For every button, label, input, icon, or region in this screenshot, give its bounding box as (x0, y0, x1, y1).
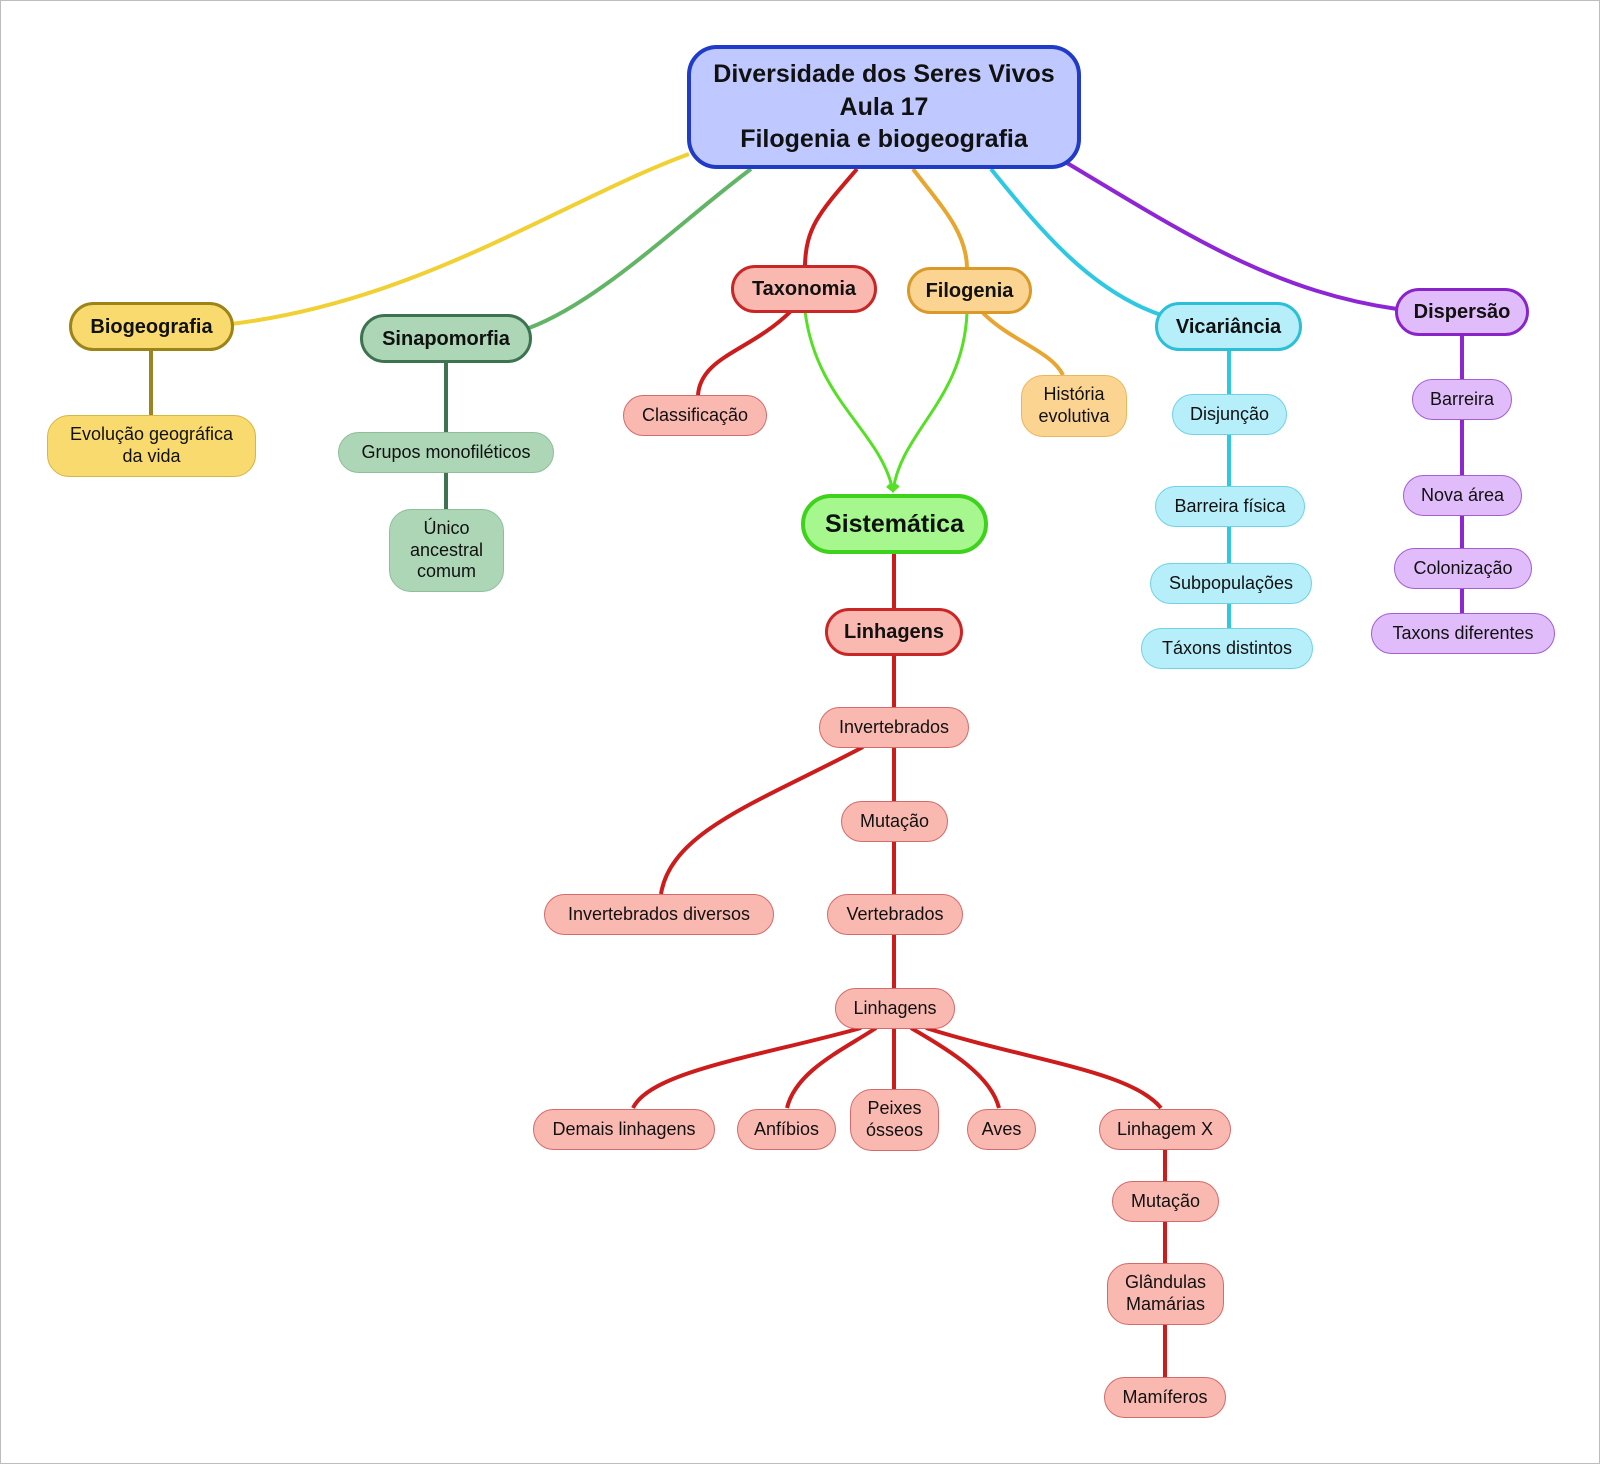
node-barreira[interactable]: Barreira (1412, 379, 1512, 420)
node-unico-ancestral[interactable]: Único ancestral comum (389, 509, 504, 592)
node-taxons-diferentes[interactable]: Taxons diferentes (1371, 613, 1555, 654)
node-mamiferos[interactable]: Mamíferos (1104, 1377, 1226, 1418)
node-grupos-monofileticos[interactable]: Grupos monofiléticos (338, 432, 554, 473)
topic-sinapomorfia[interactable]: Sinapomorfia (360, 314, 532, 363)
node-aves[interactable]: Aves (967, 1109, 1036, 1150)
topic-dispersao[interactable]: Dispersão (1395, 288, 1529, 336)
node-mutacao-2[interactable]: Mutação (1112, 1181, 1219, 1222)
node-linhagens[interactable]: Linhagens (825, 608, 963, 656)
link-anfibios (785, 1026, 878, 1109)
node-nova-area[interactable]: Nova área (1403, 475, 1522, 516)
node-linhagem-x[interactable]: Linhagem X (1099, 1109, 1231, 1150)
link-dispersao (1065, 161, 1398, 311)
node-barreira-fisica[interactable]: Barreira física (1155, 486, 1305, 527)
node-evolucao-geografica[interactable]: Evolução geográfica da vida (47, 415, 256, 477)
node-linhagens-2[interactable]: Linhagens (835, 988, 955, 1029)
link-biogeografia (230, 152, 690, 326)
topic-biogeografia[interactable]: Biogeografia (69, 302, 234, 351)
node-glandulas-mamarias[interactable]: Glândulas Mamárias (1107, 1263, 1224, 1325)
topic-taxonomia[interactable]: Taxonomia (731, 265, 877, 313)
topic-filogenia[interactable]: Filogenia (907, 267, 1032, 314)
node-disjuncao[interactable]: Disjunção (1172, 394, 1287, 435)
central-title-line-3: Filogenia e biogeografia (740, 125, 1028, 154)
node-subpopulacoes[interactable]: Subpopulações (1150, 563, 1312, 604)
central-topic[interactable]: Diversidade dos Seres Vivos Aula 17 Filo… (687, 45, 1081, 169)
central-title-line-2: Aula 17 (839, 92, 929, 121)
node-anfibios[interactable]: Anfíbios (737, 1109, 836, 1150)
node-classificacao[interactable]: Classificação (623, 395, 767, 436)
node-invertebrados[interactable]: Invertebrados (819, 707, 969, 748)
link-filogenia (911, 167, 969, 268)
node-historia-evolutiva[interactable]: História evolutiva (1021, 375, 1127, 437)
link-tax-sistematica (803, 310, 898, 493)
link-linhagem-x (925, 1026, 1163, 1110)
link-historia (981, 311, 1065, 376)
node-peixes-osseos[interactable]: Peixes ósseos (850, 1089, 939, 1151)
link-demais (631, 1026, 862, 1109)
node-vertebrados[interactable]: Vertebrados (827, 894, 963, 935)
central-title-line-1: Diversidade dos Seres Vivos (713, 60, 1055, 89)
link-aves (910, 1026, 1001, 1109)
topic-vicariancia[interactable]: Vicariância (1155, 302, 1302, 351)
node-invertebrados-diversos[interactable]: Invertebrados diversos (544, 894, 774, 935)
link-taxonomia (803, 167, 859, 266)
node-colonizacao[interactable]: Colonização (1394, 548, 1532, 589)
link-fil-sistematica (887, 312, 969, 493)
node-demais-linhagens[interactable]: Demais linhagens (533, 1109, 715, 1150)
link-vicariancia (989, 167, 1162, 317)
node-taxons-distintos[interactable]: Táxons distintos (1141, 628, 1313, 669)
link-sinapomorfia (528, 167, 753, 330)
node-mutacao[interactable]: Mutação (841, 801, 948, 842)
topic-sistematica[interactable]: Sistemática (801, 494, 988, 554)
link-classificacao (696, 309, 793, 396)
link-invert-diversos (659, 745, 864, 895)
